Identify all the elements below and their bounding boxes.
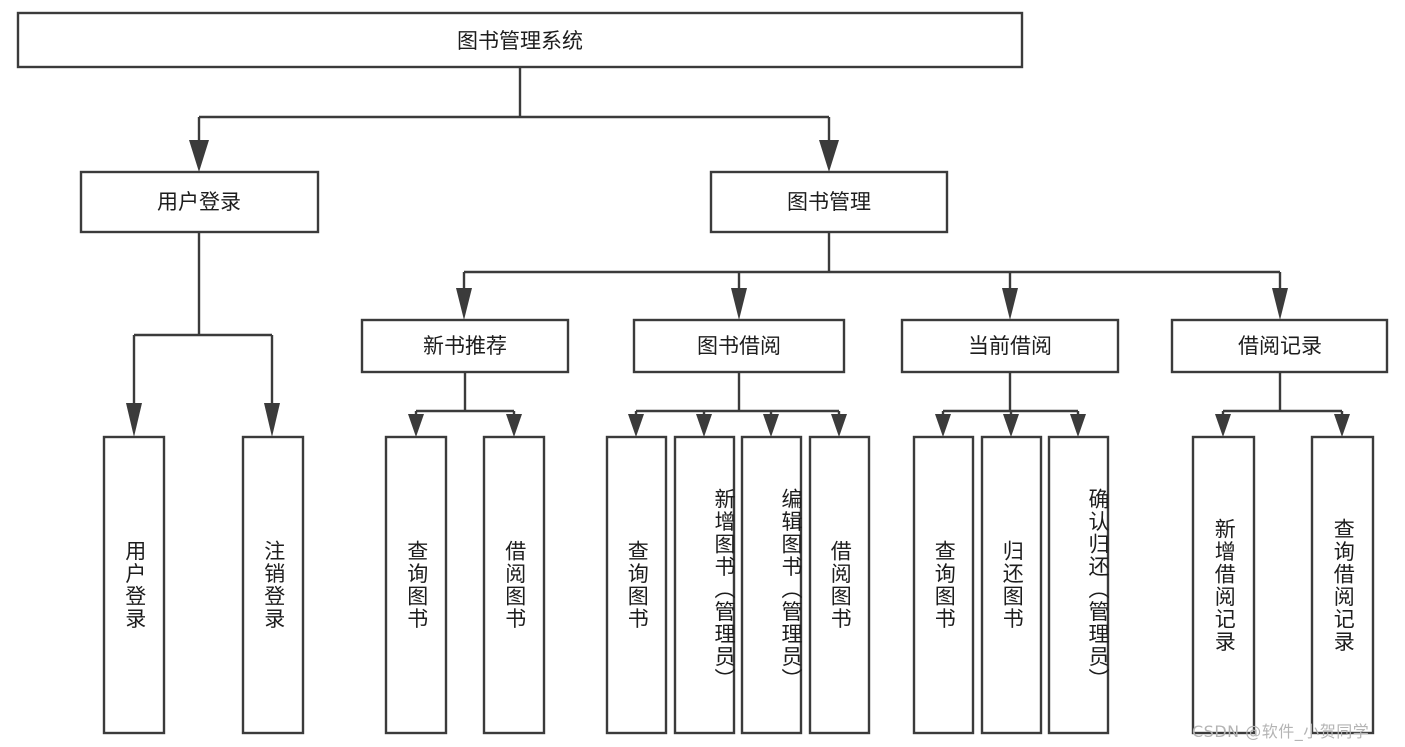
arrowhead-br-leaf-1: [1334, 414, 1350, 437]
csdn-watermark: CSDN @软件_小贺同学: [1192, 722, 1370, 741]
node-borrow-record-box[interactable]: [1170, 318, 1389, 374]
arrowhead-l3-1: [731, 288, 747, 320]
leaf-new-book-0-box[interactable]: [384, 435, 448, 735]
node-book-manage-box[interactable]: [709, 170, 949, 234]
arrowhead-cb-leaf-2: [1070, 414, 1086, 437]
arrowhead-ul-leaf-1: [264, 403, 280, 437]
leaf-book-borrow-0-box[interactable]: [605, 435, 668, 735]
node-current-borrow-box[interactable]: [900, 318, 1120, 374]
node-current-borrow-label: 当前借阅: [968, 334, 1052, 358]
leaf-book-borrow-3-box[interactable]: [808, 435, 871, 735]
arrowhead-bb-leaf-1: [696, 414, 712, 437]
arrowhead-cb-leaf-0: [935, 414, 951, 437]
node-user-login-label: 用户登录: [157, 190, 241, 214]
leaf-user-login-1-box[interactable]: [241, 435, 305, 735]
node-book-manage-label: 图书管理: [787, 190, 871, 214]
leaf-current-borrow-2-box[interactable]: [1047, 435, 1110, 735]
leaf-borrow-record-0-box[interactable]: [1191, 435, 1256, 735]
arrowhead-br-leaf-0: [1215, 414, 1231, 437]
leaf-current-borrow-0-box[interactable]: [912, 435, 975, 735]
arrowhead-l3-2: [1002, 288, 1018, 320]
node-borrow-record-label: 借阅记录: [1238, 334, 1322, 358]
node-new-book-label: 新书推荐: [423, 334, 507, 358]
arrowhead-nb-leaf-0: [408, 414, 424, 437]
arrowhead-book-manage: [819, 140, 839, 172]
leaf-borrow-record-1-box[interactable]: [1310, 435, 1375, 735]
leaf-new-book-1-box[interactable]: [482, 435, 546, 735]
node-root-box[interactable]: [16, 11, 1024, 69]
arrowhead-bb-leaf-3: [831, 414, 847, 437]
leaf-current-borrow-1-box[interactable]: [980, 435, 1043, 735]
arrowhead-ul-leaf-0: [126, 403, 142, 437]
node-book-borrow-label: 图书借阅: [697, 334, 781, 358]
arrowhead-l3-0: [456, 288, 472, 320]
leaf-book-borrow-1-box[interactable]: [673, 435, 736, 735]
arrowhead-cb-leaf-1: [1003, 414, 1019, 437]
node-root-label: 图书管理系统: [457, 29, 583, 53]
node-new-book-box[interactable]: [360, 318, 570, 374]
leaf-user-login-0-box[interactable]: [102, 435, 166, 735]
arrowhead-nb-leaf-1: [506, 414, 522, 437]
leaf-book-borrow-2-box[interactable]: [740, 435, 803, 735]
arrowhead-bb-leaf-2: [763, 414, 779, 437]
arrowhead-user-login: [189, 140, 209, 172]
node-book-borrow-box[interactable]: [632, 318, 846, 374]
arrowhead-l3-3: [1272, 288, 1288, 320]
arrowhead-bb-leaf-0: [628, 414, 644, 437]
